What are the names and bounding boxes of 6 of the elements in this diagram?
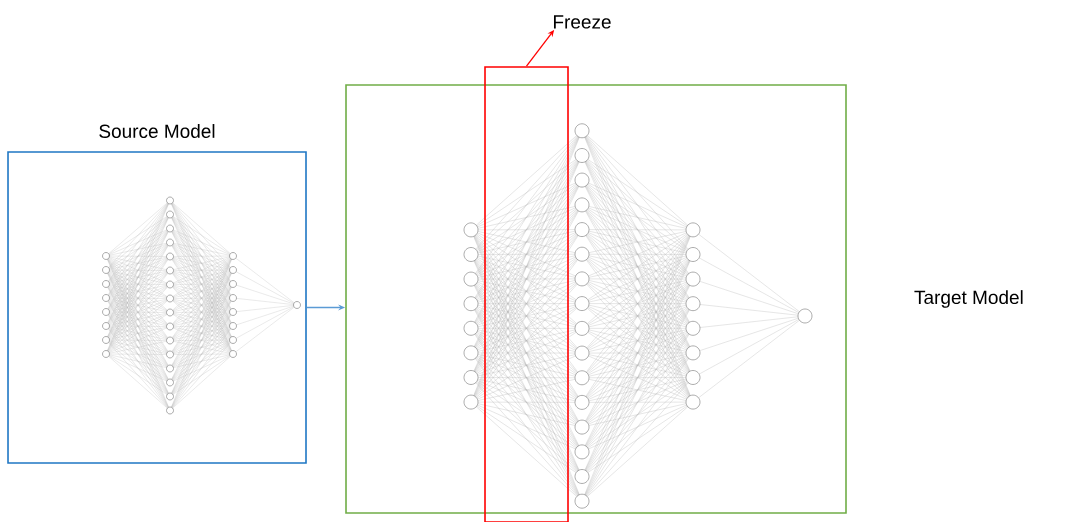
node-label: Target Model	[914, 290, 1023, 308]
node-label: Source Model	[99, 124, 215, 138]
model-box: Target Model	[345, 84, 1023, 514]
freeze-box	[484, 66, 569, 522]
model-box: Source Model	[7, 124, 307, 464]
freeze-label: Freeze	[554, 15, 611, 29]
